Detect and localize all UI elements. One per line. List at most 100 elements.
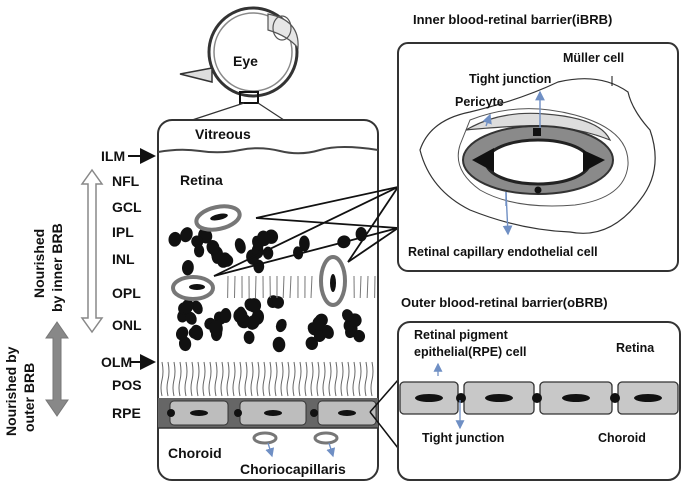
muller-cell-label: Müller cell xyxy=(563,51,624,65)
nucleus xyxy=(322,324,334,339)
retina-label: Retina xyxy=(180,172,223,188)
obrb-connectors xyxy=(369,379,399,449)
nucleus xyxy=(217,252,232,268)
photoreceptor xyxy=(268,361,272,397)
photoreceptor xyxy=(322,361,326,397)
opl-fibers xyxy=(227,275,376,299)
photoreceptor xyxy=(316,361,320,397)
muller-cell-outline xyxy=(419,78,656,234)
photoreceptor xyxy=(328,361,332,397)
obrb-tight-junction xyxy=(456,393,466,403)
choriocapillary-2 xyxy=(313,431,339,445)
nucleus xyxy=(243,330,255,345)
outer-brb-arrow xyxy=(45,321,69,417)
ibrb-panel xyxy=(397,42,679,272)
nucleus xyxy=(206,239,220,255)
rpe-cell-label-line1: Retinal pigment xyxy=(414,328,509,342)
nucleus xyxy=(299,235,310,252)
layer-pos: POS xyxy=(112,377,142,393)
nucleus xyxy=(233,308,248,324)
tight-junction-dot xyxy=(234,409,242,417)
layer-ipl: IPL xyxy=(112,224,134,240)
photoreceptor xyxy=(190,361,194,397)
choroid-label: Choroid xyxy=(168,445,222,461)
photoreceptor xyxy=(214,361,218,397)
inner-nourished-line2: by inner BRB xyxy=(49,223,65,312)
nucleus xyxy=(181,260,194,276)
layer-inl: INL xyxy=(112,251,135,267)
opl-fiber xyxy=(282,275,285,299)
photoreceptor xyxy=(208,361,212,397)
photoreceptor-segments xyxy=(160,361,374,397)
opl-fiber xyxy=(289,275,292,299)
photoreceptor xyxy=(184,361,188,397)
photoreceptor xyxy=(340,361,344,397)
layer-onl: ONL xyxy=(112,317,142,333)
rpe-cells xyxy=(167,400,377,426)
eye-label: Eye xyxy=(233,53,258,69)
obrb-title: Outer blood-retinal barrier(oBRB) xyxy=(401,295,608,310)
nucleus xyxy=(312,316,325,331)
photoreceptor xyxy=(262,361,266,397)
rpe-nucleus xyxy=(190,410,208,416)
photoreceptor xyxy=(232,361,236,397)
photoreceptor xyxy=(172,361,176,397)
outer-nourished-line2: outer BRB xyxy=(21,363,37,432)
obrb-tight-junction xyxy=(532,393,542,403)
nucleus xyxy=(257,230,271,247)
obrb-tight-junction-label: Tight junction xyxy=(422,431,504,445)
choriocapillary-1 xyxy=(252,431,278,445)
rpe-nucleus xyxy=(264,410,282,416)
photoreceptor xyxy=(226,361,230,397)
obrb-rpe-nucleus xyxy=(485,394,513,402)
obrb-retina-label: Retina xyxy=(616,341,655,355)
layer-olm: OLM xyxy=(101,354,132,370)
cell-nuclei xyxy=(168,227,368,353)
nucleus xyxy=(190,324,204,341)
photoreceptor xyxy=(256,361,260,397)
ibrb-connectors xyxy=(213,186,399,277)
layer-ilm: ILM xyxy=(101,148,125,164)
nucleus xyxy=(180,227,193,243)
nucleus xyxy=(262,246,274,260)
nucleus xyxy=(175,326,189,341)
retina-cross-section xyxy=(157,119,379,481)
obrb-rpe-nucleus xyxy=(634,394,662,402)
nucleus xyxy=(168,231,182,247)
photoreceptor xyxy=(292,361,296,397)
nucleus xyxy=(247,298,262,313)
obrb-rpe-nucleus xyxy=(415,394,443,402)
photoreceptor xyxy=(274,361,278,397)
endothelial-cell-label: Retinal capillary endothelial cell xyxy=(408,245,598,259)
rpe-nucleus xyxy=(338,410,356,416)
photoreceptor xyxy=(346,361,350,397)
eye-illustration xyxy=(179,6,299,125)
photoreceptor xyxy=(358,361,362,397)
inner-nourished-line1: Nourished xyxy=(31,229,47,298)
nucleus xyxy=(181,298,194,315)
obrb-rpe-cells xyxy=(399,381,679,415)
photoreceptor xyxy=(220,361,224,397)
vitreous-label: Vitreous xyxy=(195,126,251,142)
rpe-cell-label-line2: epithelial(RPE) cell xyxy=(414,345,527,359)
capillary-lumen xyxy=(484,138,592,186)
layer-rpe: RPE xyxy=(112,405,141,421)
ibrb-title: Inner blood-retinal barrier(iBRB) xyxy=(413,12,612,27)
photoreceptor xyxy=(244,361,248,397)
photoreceptor xyxy=(370,361,374,397)
obrb-rpe-nucleus xyxy=(562,394,590,402)
nucleus xyxy=(272,296,285,309)
photoreceptor xyxy=(238,361,242,397)
nucleus xyxy=(293,246,304,260)
photoreceptor xyxy=(304,361,308,397)
layer-opl: OPL xyxy=(112,285,141,301)
obrb-choroid-label: Choroid xyxy=(598,431,646,445)
photoreceptor xyxy=(352,361,356,397)
photoreceptor xyxy=(202,361,206,397)
photoreceptor xyxy=(196,361,200,397)
tight-junction-dot xyxy=(310,409,318,417)
outer-nourished-line1: Nourished by xyxy=(3,346,19,436)
photoreceptor xyxy=(298,361,302,397)
nucleus xyxy=(220,308,232,323)
